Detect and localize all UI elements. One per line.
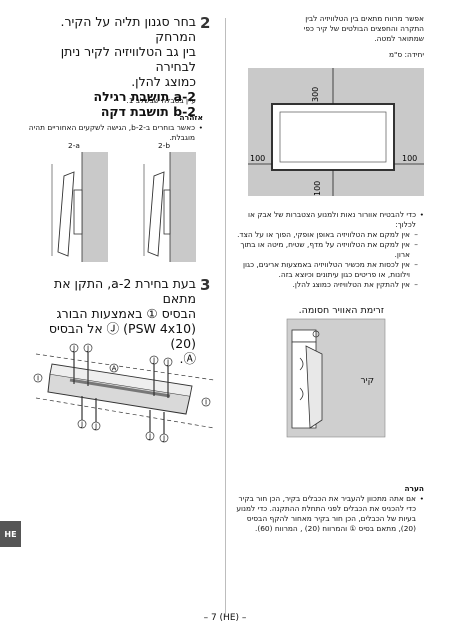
intro-line-2: התקרה והחפצים הבולטים של קיר כפי: [303, 24, 424, 33]
blocked-airflow-diagram: [286, 318, 386, 438]
ventilation-bullets: •כדי להבטיח אוורור נאות ולמנוע הצטברות ש…: [234, 210, 424, 290]
callout-j: J: [94, 423, 97, 431]
language-tab: HE: [0, 521, 21, 547]
step-3-line: Ⓐ.: [179, 351, 197, 366]
intro-line-3: שמתואר למטה.: [374, 34, 424, 43]
warning-text: •כאשר בוחרים ב-2-b, הגישה לשקעים האחוריי…: [28, 123, 203, 142]
dim-top: 300: [311, 87, 320, 102]
step-2-number: 2: [200, 14, 211, 32]
step-3-number: 3: [200, 276, 211, 294]
callout-j: J: [72, 345, 75, 353]
warning-title: אזהרה: [179, 113, 203, 122]
step-2-text: בחר סגנון תליה על הקיר. המרחק בין גב הטל…: [28, 14, 197, 119]
clearance-intro: אפשר מרווח מתאים בין הטלוויזיה לבין התקר…: [234, 14, 424, 44]
unit-label: יחידה: ס"מ: [388, 50, 424, 59]
step-3-text: בעת בחירת 2-a, התקן את מתאם הבסיס ① באמצ…: [28, 276, 196, 366]
step-3-line: (PSW 4x10) Ⓙ אל הבסיס (20): [48, 321, 196, 351]
base-adapter-diagram: J J J J J J J J I I A: [33, 343, 215, 443]
step-2-line: כמוצג להלן.: [131, 74, 196, 89]
step-2-line: בחר סגנון תליה על הקיר. המרחק: [60, 14, 197, 44]
intro-line-1: אפשר מרווח מתאים בין הטלוויזיה לבין: [305, 14, 424, 23]
callout-i: I: [37, 375, 39, 383]
note-text: •אם אתה מתכוון להעביר את הכבלים בקיר, הכ…: [236, 494, 424, 533]
clearance-diagram: 300 100 100 100: [248, 68, 424, 196]
callout-j: J: [86, 345, 89, 353]
callout-a: A: [112, 365, 117, 373]
callout-j: J: [152, 357, 155, 365]
bullet-item: –אין למקם את הטלוויזיה באופן אופקי, הפוך…: [237, 230, 418, 239]
dim-right: 100: [402, 154, 417, 163]
step-3-line: בעת בחירת 2-a, התקן את מתאם: [54, 276, 196, 306]
option-b: 2-b תושבת דקה: [100, 104, 196, 119]
dim-bottom: 100: [313, 181, 322, 196]
option-a: 2-a תושבת רגילה: [93, 89, 196, 104]
wall-label: קיר: [360, 376, 374, 386]
blocked-airflow-label: זרימת האוויר חסומה.: [298, 305, 384, 316]
callout-j: J: [162, 435, 165, 443]
step-3-line: הבסיס ① באמצעות הבורג: [56, 306, 196, 321]
callout-j: J: [80, 421, 83, 429]
mount-style-diagram: [51, 152, 196, 262]
column-divider: [225, 18, 226, 616]
note-title: הערה: [404, 484, 424, 493]
fig-label-2b: 2-b: [158, 141, 171, 150]
warning-block: אזהרה •כאשר בוחרים ב-2-b, הגישה לשקעים ה…: [28, 113, 203, 143]
page-number: – 7 (HE) –: [203, 613, 247, 623]
bullet-item: –אין לכסות את מכשיר הטלוויזיה באמצעות אר…: [243, 260, 418, 279]
fig-label-2a: 2-a: [68, 141, 80, 150]
tv-screen: [279, 111, 387, 163]
step-2-line: בין גב הטלוויזיה לקיר ניתן לבחירה: [60, 44, 196, 74]
callout-j: J: [148, 433, 151, 441]
bullet-item: •כדי להבטיח אוורור נאות ולמנוע הצטברות ש…: [247, 210, 424, 229]
bullet-item: –אין להתקין את הטלוויזיה כמוצג להלן.: [292, 280, 418, 289]
note-block: הערה •אם אתה מתכוון להעביר את הכבלים בקי…: [234, 484, 424, 534]
step-2-ref: עיין בטבלה שבשלב 1.: [126, 96, 196, 105]
callout-j: J: [166, 359, 169, 367]
dim-left: 100: [250, 154, 265, 163]
callout-i: I: [205, 399, 207, 407]
bullet-item: –אין למקם את הטלוויזיה על מדף, שטיח, מיט…: [240, 240, 418, 259]
